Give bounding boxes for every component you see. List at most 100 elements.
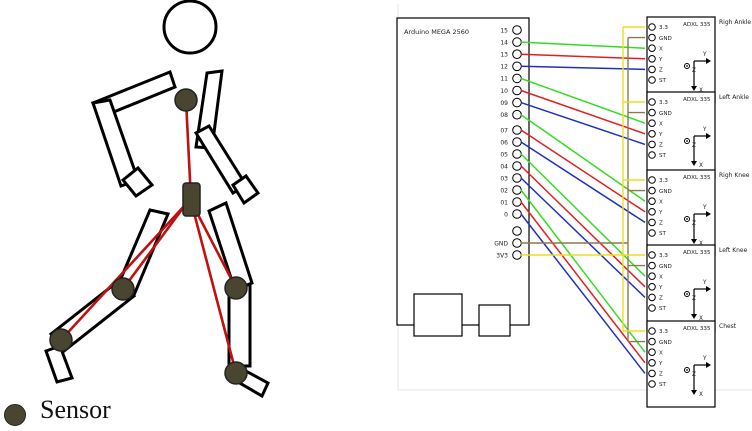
module-location-label: Righ Ankle	[719, 19, 751, 26]
module-pin-ST	[648, 229, 656, 237]
module-pin-label-Z: Z	[659, 372, 663, 378]
axis-glyph: ZYX	[684, 127, 711, 169]
signal-wire	[520, 129, 646, 213]
board-pin-13-label: 13	[500, 52, 508, 59]
module-box	[646, 16, 716, 104]
axis-glyph: ZYX	[684, 356, 711, 398]
module-pin-label-Z: Z	[659, 68, 663, 74]
signal-wire	[520, 53, 646, 60]
module-box	[646, 91, 716, 179]
module-pin-GND	[648, 186, 656, 195]
module-pin-label-3.3: 3.3	[659, 178, 668, 184]
board-pin-07-label: 07	[500, 127, 508, 134]
axis-x-label: X	[699, 392, 703, 398]
module-location-label: Left Knee	[719, 247, 748, 254]
module-model-label: ADXL 335	[683, 97, 711, 103]
hip-left-knee-line	[121, 203, 188, 290]
module-pin-label-X: X	[659, 350, 663, 356]
module-pin-X	[648, 272, 656, 281]
board-pin-03-label: 03	[500, 175, 508, 182]
module-pin-label-Z: Z	[659, 143, 663, 149]
module-box	[646, 320, 716, 408]
module-pin-Z	[648, 369, 656, 378]
board-power-pin-blank-pin	[512, 226, 522, 236]
module-pin-Y	[648, 208, 656, 216]
module-pin-ST	[648, 380, 656, 388]
axis-z-label: Z	[692, 143, 696, 149]
board-pin-03-pin	[512, 173, 522, 183]
module-pin-Y	[648, 130, 656, 138]
sensor-legend-label: Sensor	[40, 395, 111, 424]
axis-y-arrow	[706, 362, 711, 368]
board-pin-0-pin	[512, 209, 522, 219]
board-pin-12-label: 12	[500, 64, 508, 71]
module-pin-label-3.3: 3.3	[659, 25, 668, 31]
signal-wire	[520, 89, 646, 135]
module-pin-X	[648, 348, 656, 357]
module-pin-Z	[648, 140, 656, 149]
axis-y-label: Y	[702, 52, 707, 58]
board-pin-04-label: 04	[500, 163, 508, 170]
module-pin-Y	[648, 55, 656, 63]
board-power-pin-3V3-pin	[512, 250, 522, 260]
hip-right-knee-line	[191, 204, 238, 289]
axis-x-label: X	[699, 241, 703, 247]
hip-left-ankle-line	[60, 203, 187, 341]
board-pin-09-label: 09	[500, 100, 508, 107]
axis-x-arrow	[691, 86, 697, 91]
hip-right-ankle-line	[190, 204, 238, 374]
chest-sensor	[174, 88, 198, 112]
board-pin-08-pin	[512, 109, 522, 120]
axis-y-arrow	[706, 211, 711, 217]
head	[162, 0, 218, 55]
module-pin-label-Y: Y	[658, 285, 663, 291]
module-pin-label-ST: ST	[659, 306, 667, 312]
board-pin-10-label: 10	[500, 88, 508, 95]
module-pin-label-ST: ST	[659, 153, 667, 159]
module-model-label: ADXL 335	[683, 326, 711, 332]
signal-wire	[520, 141, 646, 224]
axis-x-arrow	[691, 239, 697, 244]
axis-x-arrow	[691, 314, 697, 319]
module-pin-X	[648, 197, 656, 205]
module-pin-label-GND: GND	[659, 111, 672, 117]
schematic: Arduino MEGA 2560 1514131211100908070605…	[396, 4, 752, 408]
left-hand	[120, 165, 155, 199]
axis-z-dot	[686, 293, 688, 295]
axis-x-label: X	[699, 88, 703, 94]
module-location-label: Left Ankle	[719, 94, 749, 101]
signal-wire	[520, 65, 646, 71]
board-pin-06-label: 06	[500, 139, 508, 146]
axis-z-dot	[686, 369, 688, 371]
module-pin-label-Z: Z	[659, 296, 663, 302]
module-pin-Z	[648, 218, 656, 227]
board-pin-05-label: 05	[500, 151, 508, 158]
axis-y-label: Y	[702, 356, 707, 362]
axis-z-dot	[686, 140, 688, 142]
axis-z-dot	[686, 65, 688, 67]
right-knee-sensor	[224, 276, 248, 300]
axis-x-arrow	[691, 390, 697, 395]
sensors	[49, 88, 248, 385]
signal-wire	[520, 77, 646, 124]
module-pin-GND	[648, 337, 656, 346]
board-pin-11-label: 11	[500, 76, 508, 83]
module-pin-label-3.3: 3.3	[659, 253, 668, 259]
board-chip-1	[413, 293, 463, 337]
signal-wire	[520, 189, 646, 353]
board-pin-15-label: 15	[500, 27, 508, 34]
axis-y-arrow	[706, 286, 711, 292]
axis-y-label: Y	[702, 127, 707, 133]
module-pin-label-3.3: 3.3	[659, 329, 668, 335]
skeleton-lines	[60, 99, 238, 374]
module-pin-Z	[648, 65, 656, 74]
board-power-pin-GND-pin	[512, 238, 522, 248]
board-pin-01-pin	[512, 197, 522, 207]
signal-wire	[520, 165, 646, 288]
wires	[520, 26, 646, 374]
axis-y-label: Y	[702, 280, 707, 286]
